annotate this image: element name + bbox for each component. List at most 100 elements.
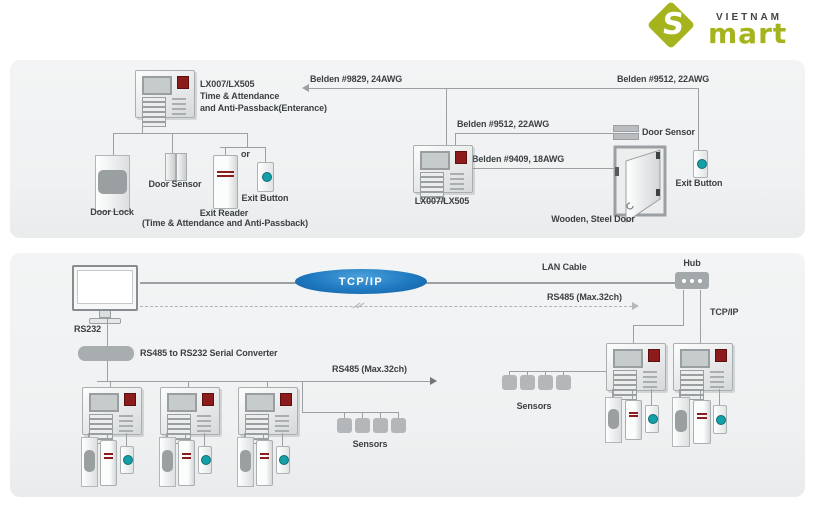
access-terminal-entrance: [135, 70, 195, 127]
wire: [563, 371, 564, 375]
network-topology-panel: RS232 TCP/IP LAN Cable Hub RS485 (Max.32…: [10, 253, 805, 497]
wire: [188, 381, 189, 387]
wire: [113, 133, 114, 155]
exit-reader-device: [178, 440, 195, 486]
wire: [244, 433, 245, 437]
terminal-keypad: [142, 97, 166, 127]
wire: [719, 389, 720, 405]
reader-stripe: [182, 457, 191, 460]
wire: [700, 290, 701, 343]
terminal-status-lines: [275, 415, 289, 435]
exit-button-device: [645, 405, 659, 433]
fingerprint-sensor: [455, 151, 467, 164]
wire: [509, 371, 510, 375]
monitor-neck: [99, 311, 111, 318]
door-lock-device: [237, 437, 254, 487]
terminal-screen: [167, 393, 197, 412]
access-terminal-rs485-1: [82, 387, 142, 444]
reader-stripe: [104, 457, 113, 460]
terminal-screen: [89, 393, 119, 412]
wire: [282, 433, 283, 446]
arrowhead-right-icon: [632, 302, 639, 310]
fingerprint-sensor: [715, 349, 727, 362]
exit-button-device: [120, 446, 134, 474]
access-terminal-tcpip-2: [673, 343, 733, 400]
monitor-base: [89, 318, 121, 324]
sensor-box: [538, 375, 553, 390]
wire: [204, 433, 205, 446]
terminal-keypad: [613, 370, 637, 400]
access-terminal-rs485-2: [160, 387, 220, 444]
logo-s-letter: S: [660, 7, 686, 42]
door-lock-device: [159, 437, 176, 487]
hub-device: [675, 272, 709, 289]
terminal-status-lines: [710, 371, 724, 391]
wire: [185, 433, 186, 440]
rs485-dashed-line: [140, 306, 632, 307]
exit-button-device: [257, 162, 274, 192]
sensor-box: [520, 375, 535, 390]
wire: [142, 116, 143, 133]
sensors-left-label: Sensors: [352, 439, 388, 449]
belden-9829-label: Belden #9829, 24AWG: [310, 74, 403, 84]
door-lock-device: [605, 397, 622, 443]
button-dot: [201, 455, 211, 466]
reader-stripe: [260, 453, 269, 456]
monitor-screen: [72, 265, 138, 311]
wire: [633, 325, 634, 343]
sensor-box: [502, 375, 517, 390]
wire: [545, 371, 546, 375]
wire: [302, 412, 399, 413]
button-dot: [696, 159, 707, 170]
exit-reader-device: [693, 400, 711, 444]
terminal-screen: [613, 349, 643, 368]
exit-button-label: Exit Button: [241, 193, 289, 203]
belden-9409-label: Belden #9409, 18AWG: [472, 154, 565, 164]
fingerprint-sensor: [280, 393, 292, 406]
sensors-right-label: Sensors: [516, 401, 552, 411]
reader-stripe: [629, 411, 638, 414]
reader-stripe: [697, 416, 707, 419]
wire: [446, 88, 447, 145]
sensor-box: [355, 418, 370, 433]
rs485-bus-line: [97, 381, 430, 382]
wire: [398, 412, 399, 418]
arrowhead-left-icon: [302, 84, 309, 92]
wire: [612, 389, 613, 397]
wire: [700, 389, 701, 400]
exit-reader-label: Exit Reader: [199, 208, 249, 218]
exit-button-right-label: Exit Button: [675, 178, 723, 188]
door-lock-device: [95, 155, 130, 212]
tcpip-cloud-label: TCP/IP: [338, 275, 384, 288]
sensor-box: [373, 418, 388, 433]
lock-magnet: [240, 450, 251, 472]
wire: [632, 389, 633, 400]
terminal-entrance-label-1: LX007/LX505: [200, 79, 255, 89]
serial-converter-device: [78, 346, 134, 361]
wire: [362, 412, 363, 418]
terminal-door-label: LX007/LX505: [414, 196, 470, 206]
door-lock-device: [672, 397, 690, 447]
terminal-keypad: [680, 370, 704, 400]
terminal-status-lines: [119, 415, 133, 435]
wire: [263, 433, 264, 440]
arrowhead-right-icon: [430, 377, 437, 385]
button-dot: [261, 171, 272, 182]
wire: [455, 133, 613, 134]
wire: [344, 412, 345, 418]
or-label: or: [241, 149, 250, 159]
door-type-label: Wooden, Steel Door: [551, 214, 635, 224]
wire: [527, 371, 528, 375]
wire: [698, 88, 699, 150]
terminal-screen: [680, 349, 710, 368]
wire: [633, 325, 684, 326]
access-terminal-rs485-3: [238, 387, 298, 444]
exit-reader-device: [213, 155, 238, 209]
exit-reader-sublabel: (Time & Attendance and Anti-Passback): [141, 218, 308, 228]
door-sensor-label: Door Sensor: [148, 179, 202, 189]
lan-cable-label: LAN Cable: [542, 262, 587, 272]
reader-stripe: [182, 453, 191, 456]
wire: [172, 133, 173, 153]
fingerprint-sensor: [202, 393, 214, 406]
